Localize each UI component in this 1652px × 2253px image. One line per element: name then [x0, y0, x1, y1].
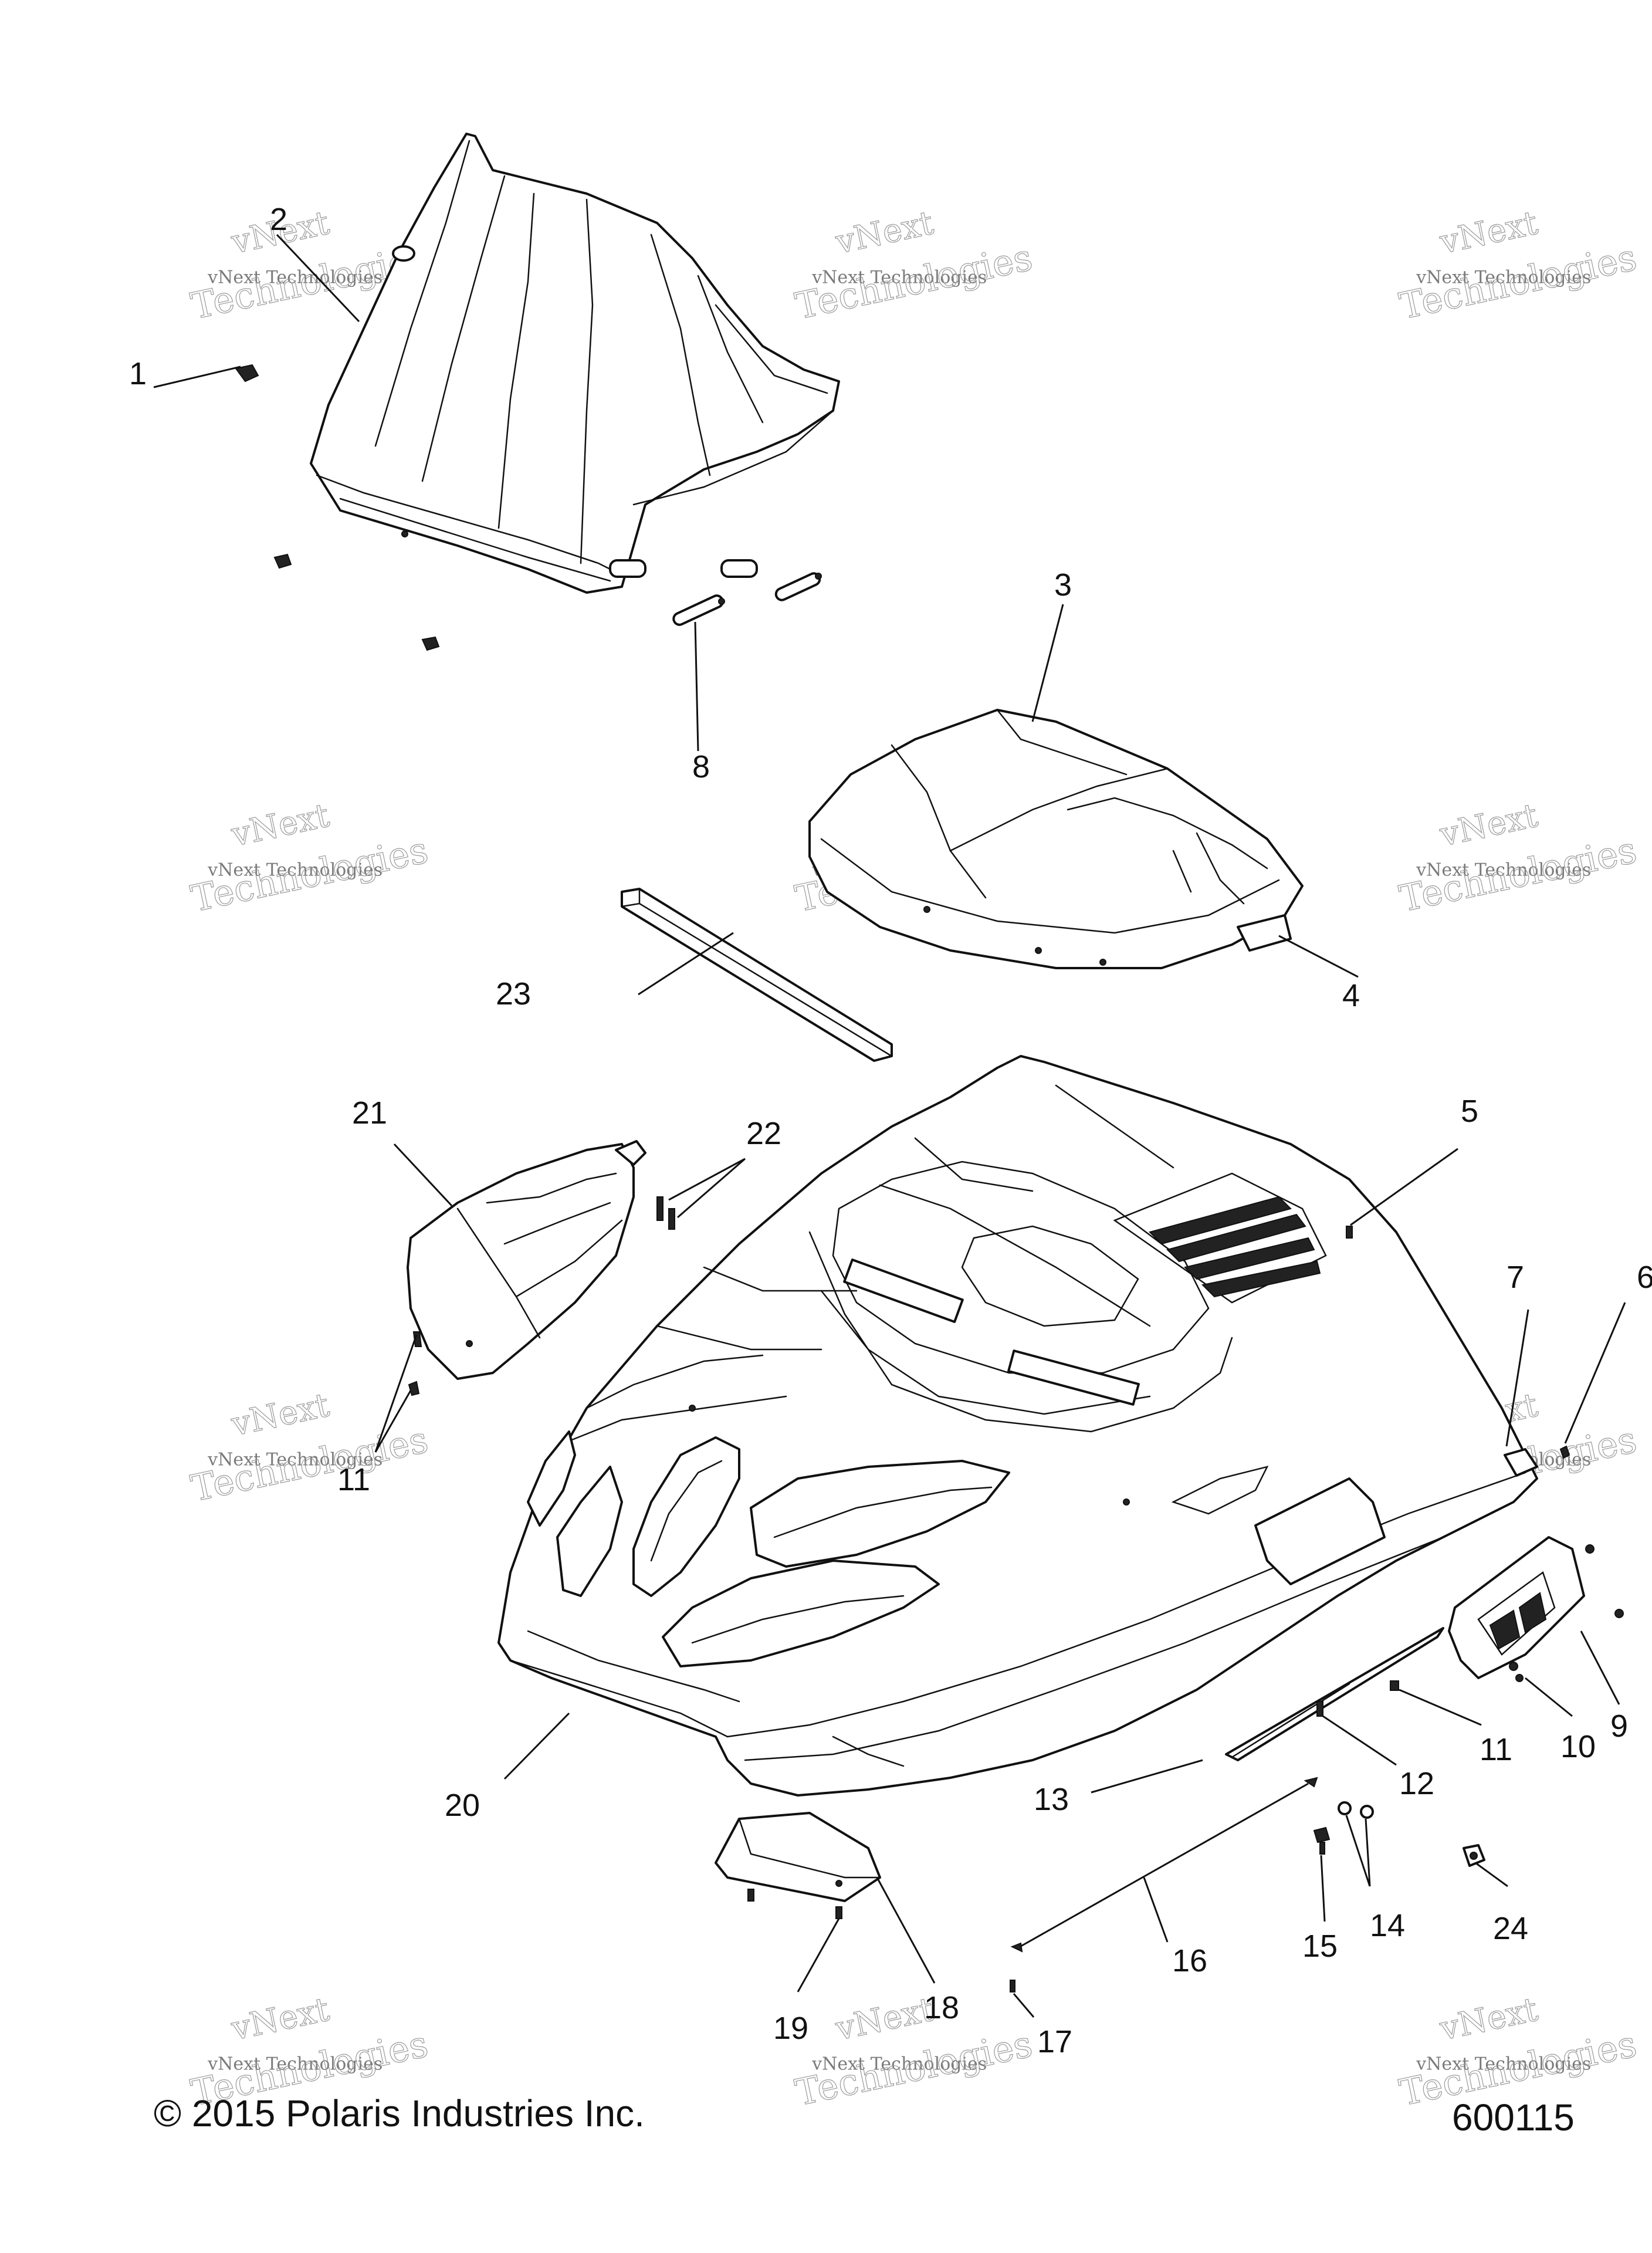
callout-21: 21	[352, 1095, 387, 1131]
windshield-part	[310, 133, 840, 594]
callout-9: 9	[1610, 1709, 1628, 1744]
callout-1: 1	[129, 356, 147, 391]
fasteners-right	[1316, 1674, 1524, 1717]
watermark-line-1: vNext	[228, 1386, 333, 1444]
watermark-line-3: Technologies	[187, 1418, 432, 1510]
callout-15: 15	[1302, 1929, 1338, 1964]
watermark-line-2: vNext Technologies	[1416, 2054, 1591, 2075]
vent-grille-part	[1448, 1536, 1624, 1679]
screw-part-5	[1346, 1226, 1353, 1239]
callout-14: 14	[1370, 1908, 1405, 1943]
screw-part-1	[235, 364, 440, 651]
callout-6: 6	[1637, 1260, 1652, 1295]
watermark-line-2: vNext Technologies	[1416, 860, 1591, 881]
callout-19: 19	[773, 2011, 808, 2046]
callout-18: 18	[924, 1990, 959, 2025]
callout-11-left: 11	[337, 1462, 370, 1497]
callout-22: 22	[746, 1116, 781, 1151]
watermark-line-2: vNext Technologies	[207, 860, 382, 881]
callout-7: 7	[1507, 1260, 1524, 1295]
watermark-line-3: Technologies	[791, 2022, 1036, 2115]
leader-lines	[153, 234, 1626, 2018]
trim-strip-part	[1225, 1627, 1444, 1761]
foam-strip-part	[621, 888, 893, 1062]
callout-2: 2	[270, 202, 287, 237]
callout-8: 8	[692, 749, 710, 784]
watermark-line-1: vNext	[832, 1990, 937, 2048]
storage-pocket-part	[407, 1140, 646, 1380]
grommet-part-24	[1463, 1844, 1485, 1867]
watermark-line-1: vNext	[228, 796, 333, 854]
callout-4: 4	[1342, 978, 1360, 1013]
watermark-line-2: vNext Technologies	[811, 268, 987, 288]
callout-5: 5	[1461, 1094, 1478, 1129]
copyright-notice: © 2015 Polaris Industries Inc.	[154, 2092, 645, 2134]
hood-part	[497, 1055, 1538, 1797]
callout-24: 24	[1493, 1911, 1528, 1946]
callout-11-right: 11	[1480, 1732, 1512, 1767]
watermark-line-1: vNext	[1436, 204, 1541, 262]
figure-number: 600115	[1452, 2096, 1575, 2139]
watermark-line-2: vNext Technologies	[207, 1450, 382, 1470]
callout-20: 20	[445, 1788, 480, 1823]
bracket-part-18	[715, 1812, 881, 1919]
callout-12: 12	[1399, 1766, 1434, 1801]
watermark-line-1: vNext	[1436, 796, 1541, 854]
callout-16: 16	[1172, 1943, 1207, 1978]
callout-17: 17	[1037, 2024, 1072, 2059]
callout-3: 3	[1054, 567, 1072, 603]
watermark-line-1: vNext	[228, 1990, 333, 2048]
watermark-line-2: vNext Technologies	[811, 2054, 987, 2075]
cable-part-16	[1010, 1777, 1318, 1992]
watermark-line-3: Technologies	[1396, 828, 1640, 921]
screw-part-22	[656, 1196, 675, 1230]
watermark-line-2: vNext Technologies	[207, 268, 382, 288]
callout-13: 13	[1034, 1782, 1069, 1817]
watermark-line-3: Technologies	[1396, 236, 1640, 328]
washers-part-14	[1313, 1801, 1374, 1855]
pin-part-8	[672, 572, 822, 626]
watermark-line-2: vNext Technologies	[207, 2054, 382, 2075]
watermark-line-2: vNext Technologies	[1416, 268, 1591, 288]
watermark-line-1: vNext	[832, 204, 937, 262]
callout-10: 10	[1560, 1729, 1596, 1764]
callout-23: 23	[496, 976, 531, 1012]
callout-labels: 1 2 3 4 5 6 7 8 9 10 11 11 12 13 14 15 1…	[129, 202, 1652, 2059]
watermark-line-3: Technologies	[187, 828, 432, 921]
watermark-line-1: vNext	[1436, 1990, 1541, 2048]
console-part	[808, 709, 1304, 969]
watermark-line-3: Technologies	[791, 236, 1036, 328]
bracket-part-7	[1504, 1445, 1570, 1477]
